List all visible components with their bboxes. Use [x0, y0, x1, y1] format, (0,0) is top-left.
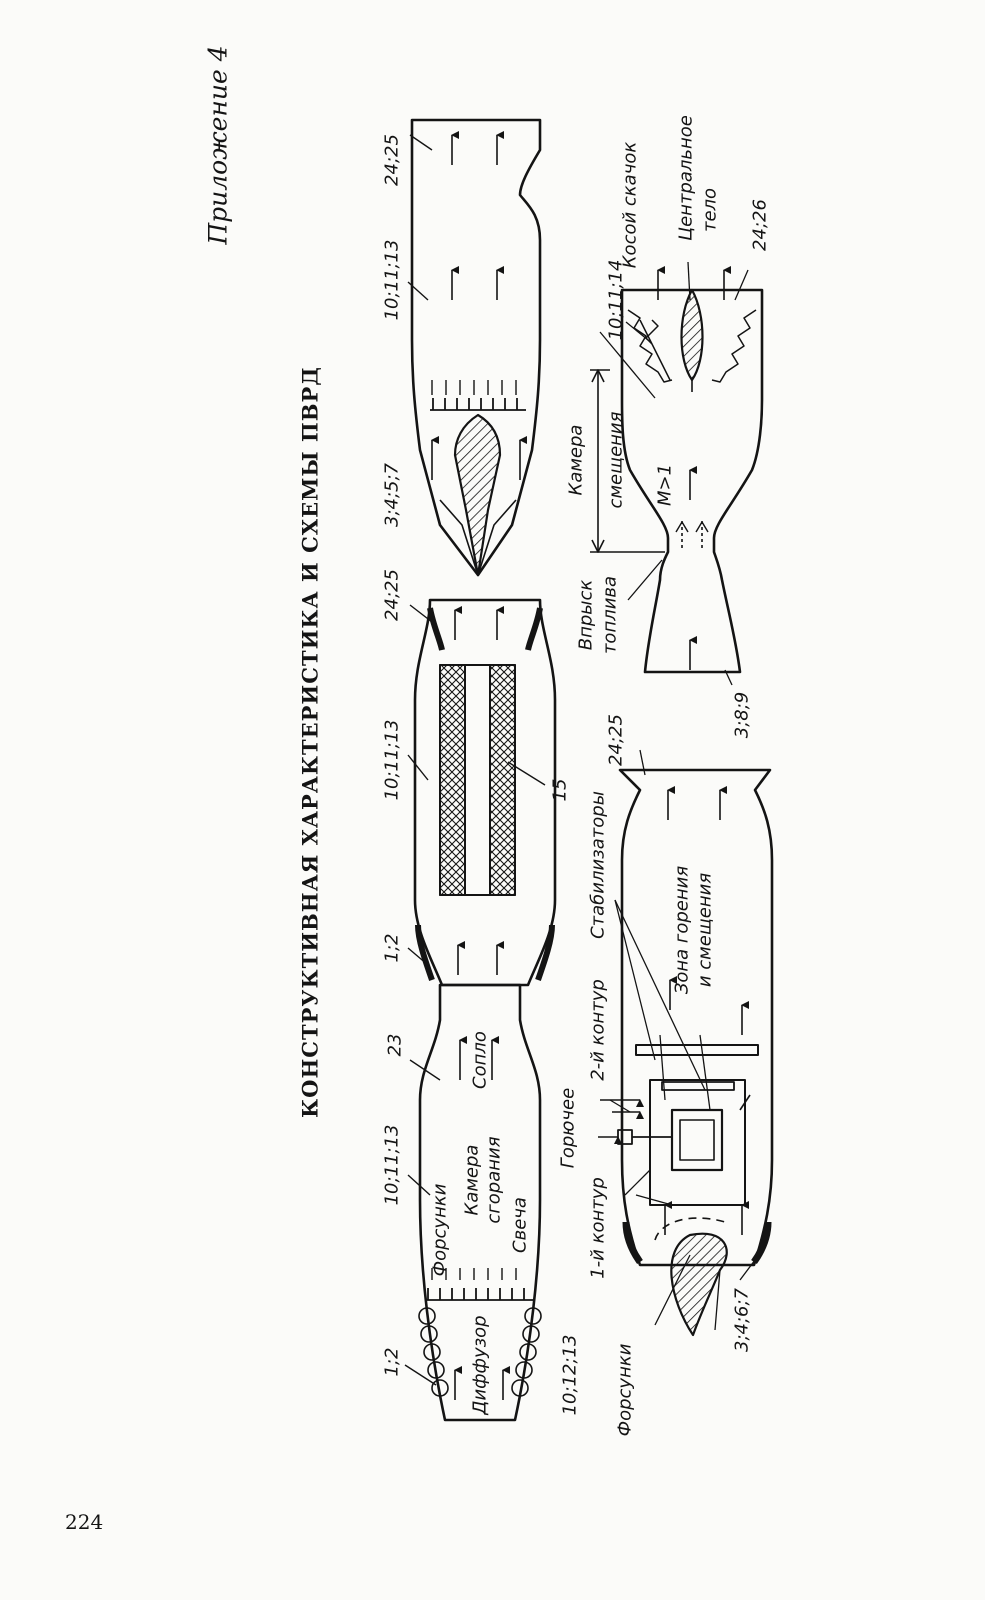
appendix-label: Приложение 4 [203, 45, 233, 245]
e3-ref-inlet: 3;4;5;7 [381, 462, 403, 528]
e5-ref-inlet: 3;8;9 [731, 691, 753, 739]
e1-ref-nozzle: 23 [384, 1033, 406, 1057]
e1-chamber-label-2: сгорания [483, 1136, 505, 1224]
e5-mach-label: M>1 [654, 463, 676, 507]
e1-nozzle-label: Сопло [469, 1031, 491, 1089]
e3-ref-nozzle: 24;25 [381, 134, 403, 186]
e5-mixing-chamber-label: Камера [565, 424, 587, 496]
e2-ref-nozzle: 24;25 [381, 569, 403, 621]
e1-spark-plug-label: Свеча [509, 1197, 531, 1253]
e5-ref-nozzle: 24;26 [749, 199, 771, 251]
e4-injectors-label: Форсунки [614, 1343, 636, 1437]
e1-ref-bottom: 10;12;13 [559, 1334, 581, 1416]
page-number: 224 [65, 1510, 104, 1534]
e5-center-body-label: Центральное [675, 115, 697, 241]
e5-mixing-chamber-label-2: смещения [605, 411, 627, 509]
e1-diffuser-label: Диффузор [469, 1315, 491, 1415]
e4-combustion-zone-label: Зона горения [671, 865, 693, 995]
e3-ref-chamber: 10;11;13 [381, 239, 403, 321]
e4-stabilizers-label: Стабилизаторы [587, 791, 609, 939]
engine2-body [407, 598, 557, 987]
page-heading: КОНСТРУКТИВНАЯ ХАРАКТЕРИСТИКА И СХЕМЫ ПВ… [297, 366, 323, 1118]
e4-second-circuit-label: 2-й контур [587, 979, 609, 1081]
engine3-body [407, 118, 542, 577]
e2-ref-grain: 15 [549, 778, 571, 802]
e1-injectors-label: Форсунки [429, 1183, 451, 1277]
e2-ref-inlet: 1;2 [381, 933, 403, 963]
e4-first-circuit-label: 1-й контур [587, 1177, 609, 1279]
e4-fuel-label: Горючее [557, 1087, 579, 1169]
e4-ref-inlet: 3;4;6;7 [731, 1287, 753, 1353]
e2-ref-chamber: 10;11;13 [381, 719, 403, 801]
e4-ref-nozzle: 24;25 [605, 714, 627, 766]
e5-ref-chamber: 10;11;14 [605, 259, 627, 341]
engine5-body [590, 261, 764, 686]
e5-oblique-shock-label: Косой скачок [619, 141, 641, 269]
e5-injection-label: Впрыск [575, 579, 597, 651]
e1-ref-chamber: 10;11;13 [381, 1124, 403, 1206]
e5-center-body-label-2: тело [699, 187, 721, 233]
engine4-body [598, 749, 774, 1337]
e4-combustion-zone-label-2: и смещения [694, 872, 716, 988]
e1-ref-inlet: 1;2 [381, 1347, 403, 1377]
e5-injection-label-2: топлива [599, 575, 621, 655]
e1-chamber-label: Камера [461, 1144, 483, 1216]
